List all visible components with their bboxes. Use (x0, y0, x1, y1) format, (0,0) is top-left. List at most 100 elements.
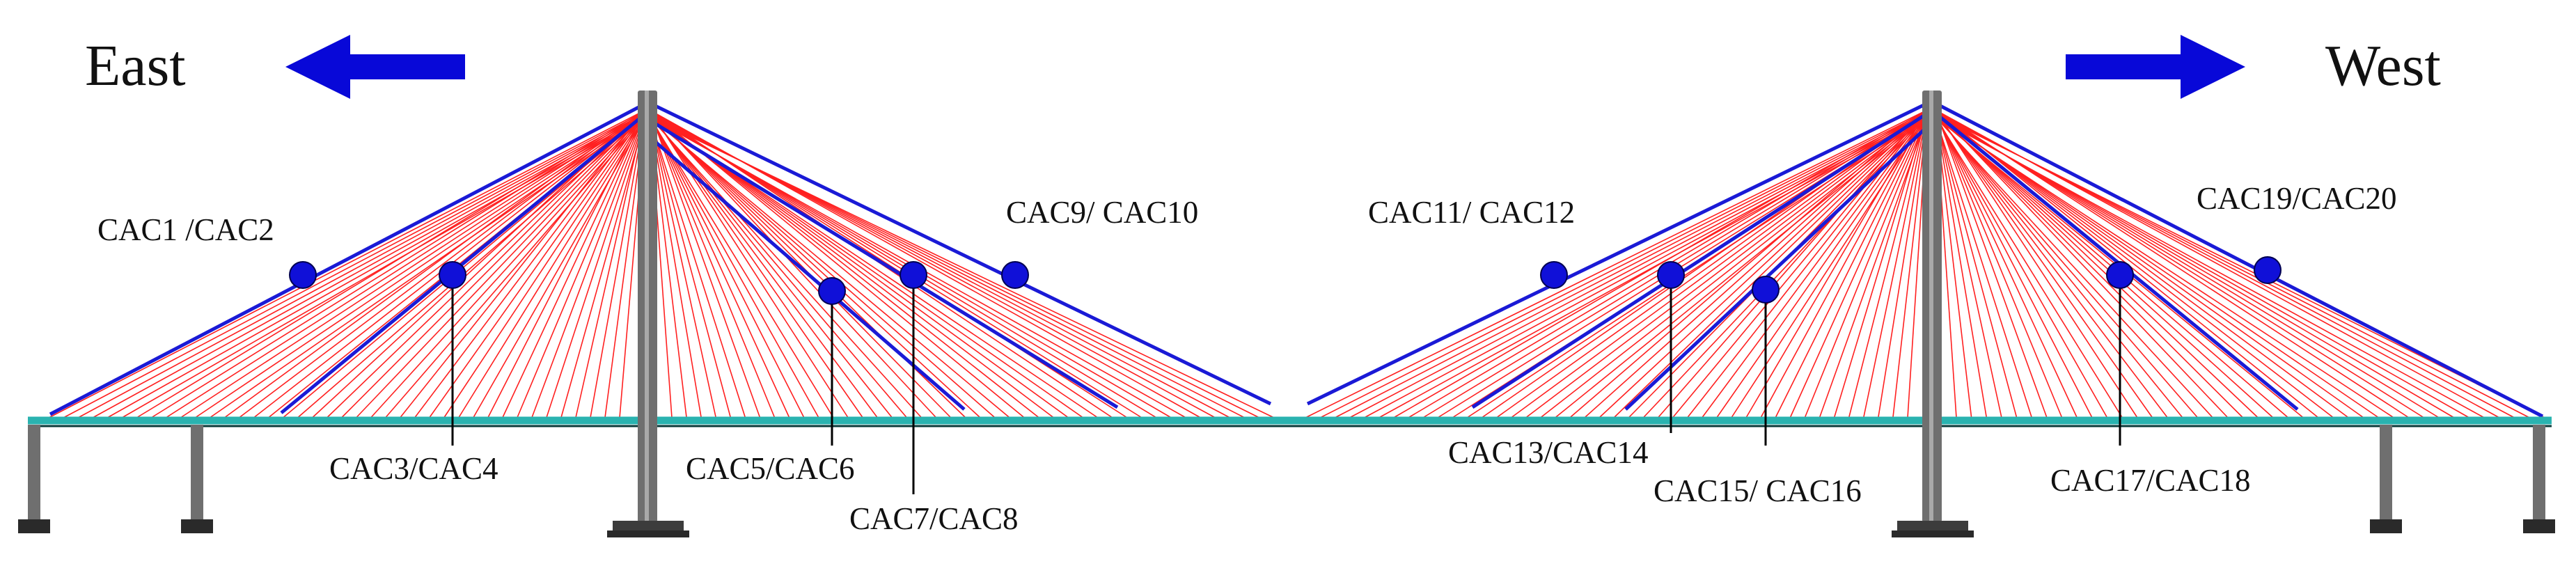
stay-cable (1935, 111, 2153, 418)
stay-cable (121, 116, 646, 418)
stay-cable (1935, 113, 2183, 418)
stay-cable (443, 113, 646, 418)
stay-cable (649, 113, 717, 418)
stay-cable (1642, 116, 1928, 418)
stay-cable (1935, 115, 2199, 418)
stay-cable (649, 112, 790, 418)
stay-cable (1334, 112, 1928, 418)
stay-cable (399, 109, 646, 418)
stay-cable (1540, 115, 1928, 418)
stay-cable (1364, 115, 1928, 418)
stay-cable (649, 115, 819, 418)
stay-cable (1935, 116, 2394, 418)
stay-cable (1379, 116, 1928, 418)
stay-cable (1393, 109, 1928, 418)
pier (2523, 425, 2555, 533)
sensor-marker (900, 261, 927, 289)
stay-cable (92, 113, 646, 418)
stay-cable (502, 111, 646, 418)
stay-cable (194, 115, 646, 418)
stay-cable (1672, 111, 1928, 418)
stay-cable (649, 116, 922, 418)
sensor-labels: CAC1 /CAC2 CAC3/CAC4 CAC5/CAC6 CAC7/CAC8… (97, 181, 2397, 536)
stay-cable (1935, 113, 2093, 418)
sensor-label: CAC5/CAC6 (686, 451, 855, 486)
stay-cable (1833, 109, 1928, 418)
stay-cable (1935, 109, 2048, 418)
stay-cable (1935, 113, 2002, 418)
sensor-markers (289, 256, 2282, 305)
stay-cable (165, 112, 646, 418)
stay-cable (1349, 113, 1928, 418)
stay-cable (1935, 113, 2274, 418)
stay-cable (1935, 111, 2063, 418)
stay-cable (649, 109, 849, 418)
sensor-marker (439, 261, 466, 289)
stay-cable (107, 115, 646, 418)
stay-cable (238, 111, 646, 418)
monitored-cable (651, 102, 1272, 406)
stay-cable (649, 115, 996, 418)
stay-cable (1701, 113, 1928, 418)
stay-cable (370, 115, 646, 418)
stay-cable (136, 109, 646, 418)
stay-cable (1935, 112, 2168, 418)
monitored-cables (49, 102, 2544, 418)
monitored-cable (651, 120, 1119, 409)
sensor-marker (1001, 261, 1029, 289)
monitored-cable (49, 102, 645, 416)
stay-cable (649, 111, 952, 418)
stay-cable (1819, 116, 1928, 418)
stay-cable (1760, 111, 1928, 418)
pier (18, 425, 50, 533)
stay-cable (1745, 109, 1928, 418)
arrow-left-icon (285, 35, 465, 99)
stay-cable (1319, 111, 1928, 418)
sensor-label: CAC11/ CAC12 (1368, 195, 1575, 230)
monitored-cable (651, 138, 966, 411)
stay-cable (1613, 113, 1928, 418)
pier (181, 425, 213, 533)
sensor-marker (1657, 261, 1685, 289)
sensor-label: CAC1 /CAC2 (97, 212, 274, 247)
sensor-marker (289, 261, 317, 289)
sensor-label: CAC3/CAC4 (329, 451, 498, 486)
stay-cable (649, 113, 805, 418)
stay-cable (1305, 109, 1928, 418)
stay-cable (1862, 112, 1928, 418)
sensor-marker (818, 277, 846, 305)
stay-cable (517, 112, 646, 418)
stay-cable (575, 109, 646, 418)
stay-cable (384, 116, 646, 418)
stay-cable (1466, 116, 1928, 418)
stay-cable (1935, 111, 2244, 418)
stay-cable (1848, 111, 1928, 418)
stay-cable (1510, 112, 1928, 418)
monitored-cable (1306, 102, 1926, 406)
stay-cable (649, 109, 937, 418)
stay-cable (1935, 116, 2485, 418)
stay-cable (1804, 115, 1928, 418)
stay-cable (560, 116, 646, 418)
monitored-cable (1936, 102, 2544, 418)
stay-cable (1935, 112, 2078, 418)
stay-cable (355, 113, 646, 418)
sensor-marker (2106, 261, 2134, 289)
stay-cable (649, 116, 746, 418)
arrow-right-icon (2066, 35, 2245, 99)
stay-cable (1935, 115, 2018, 418)
stay-cable (649, 112, 879, 418)
stay-cable (1935, 116, 2033, 418)
stay-cable (1935, 112, 2259, 418)
stay-cable (150, 111, 646, 418)
stay-cable (1935, 109, 2229, 418)
stay-cable (531, 113, 646, 418)
sensor-marker (1540, 261, 1568, 289)
direction-label-west: West (2325, 33, 2441, 98)
stay-cable (487, 109, 646, 418)
stay-cable (1935, 116, 2213, 418)
stay-cable (649, 109, 761, 418)
stay-cable (1935, 111, 2334, 418)
leader-lines (451, 275, 2121, 494)
stay-cable (223, 109, 646, 418)
